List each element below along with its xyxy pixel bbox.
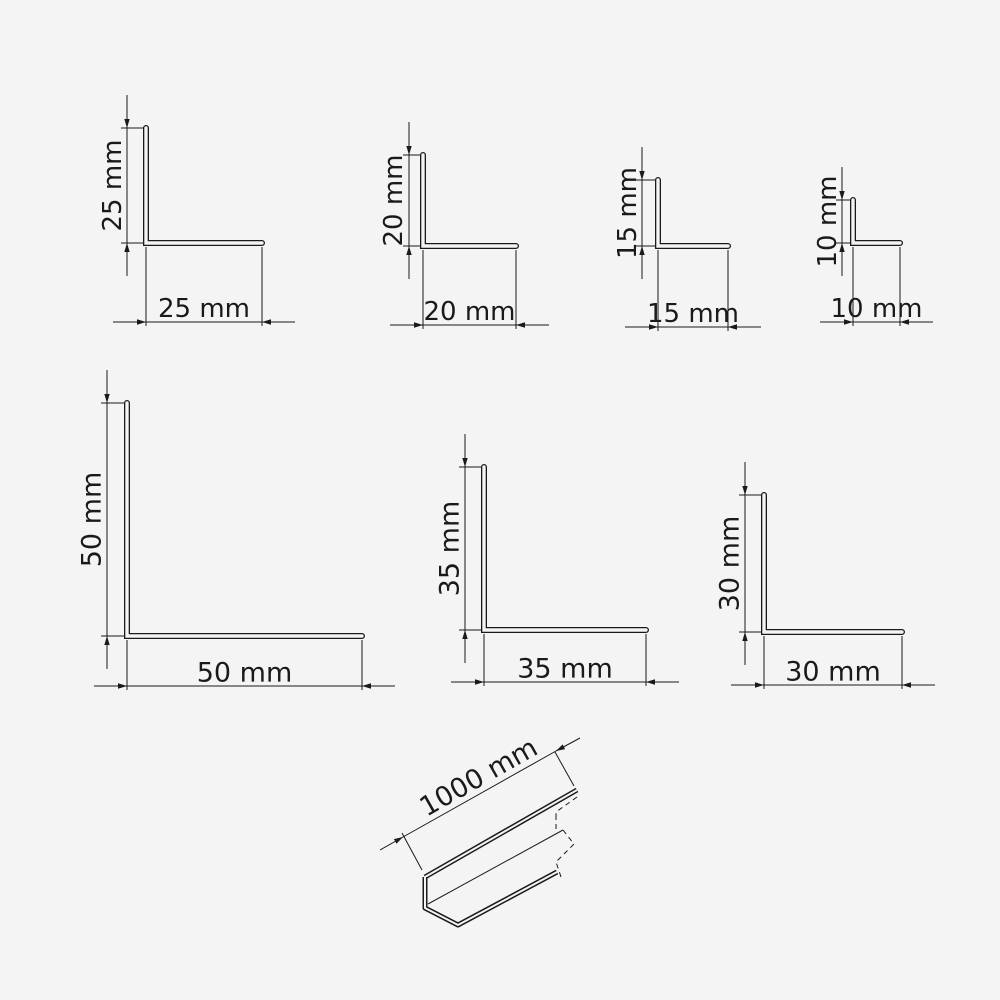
profile-outline [481,464,649,633]
profile-inner [656,178,730,248]
leg-b-dimension-label: 10 mm [830,294,922,324]
profile-inner [482,465,648,632]
length-isometric-view: 1000 mm [379,732,581,928]
leg-a-dimension-label: 10 mm [813,175,843,267]
profile-inner [762,493,904,634]
leg-b-dimension-label: 25 mm [158,294,250,324]
profile-inner [851,198,902,245]
profile-inner [125,401,364,638]
profile-outline [761,492,905,635]
angle-profile: 25 mm 25 mm [98,95,295,326]
leg-b-dimension-label: 20 mm [423,297,515,327]
leg-b-dimension-label: 35 mm [517,653,613,684]
leg-a-dimension-label: 25 mm [98,139,128,231]
angle-profile: 15 mm 15 mm [613,147,761,331]
angle-profile: 35 mm 35 mm [434,434,679,686]
angle-profile: 30 mm 30 mm [714,462,935,689]
profile-inner [421,153,518,248]
profile-outline [420,152,519,249]
profile-outline [124,400,365,639]
profile-inner [144,126,264,245]
leg-b-dimension-label: 15 mm [647,299,739,329]
leg-a-dimension-label: 30 mm [714,516,745,612]
profile-outline [655,177,731,249]
length-dimension-label: 1000 mm [415,732,543,823]
angle-profile: 50 mm 50 mm [76,370,395,690]
leg-b-dimension-label: 50 mm [197,657,293,688]
leg-a-dimension-label: 35 mm [434,501,465,597]
leg-a-dimension-label: 15 mm [613,167,643,259]
angle-profile: 20 mm 20 mm [379,122,549,329]
leg-a-dimension-label: 50 mm [76,472,107,568]
leg-a-dimension-label: 20 mm [379,154,409,246]
profile-outline [850,197,903,246]
leg-b-dimension-label: 30 mm [785,656,881,687]
profile-outline [143,125,265,246]
angle-profile: 10 mm 10 mm [813,167,933,326]
